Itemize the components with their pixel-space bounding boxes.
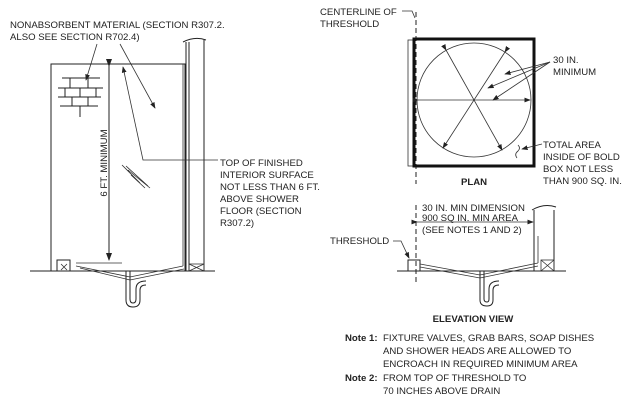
centerline-leader (402, 10, 416, 19)
material-label-line1: NONABSORBENT MATERIAL (SECTION R307.2. (10, 20, 225, 31)
elev-drain-trap (479, 271, 500, 307)
note-line: NOT LESS THAN 6 FT. (220, 182, 320, 193)
drain-trap (125, 271, 147, 308)
note-line: INTERIOR SURFACE (220, 170, 314, 181)
note-1-text: FIXTURE VALVES, GRAB BARS, SOAP DISHES (383, 333, 594, 344)
note-line: ABOVE SHOWER (220, 194, 299, 205)
threshold-block (56, 259, 71, 272)
note-1-label: Note 1: (345, 333, 378, 344)
elev-pan (419, 236, 539, 279)
elevation-view: 30 IN. MIN DIMENSION 900 SQ IN. MIN AREA… (330, 203, 566, 325)
six-ft-minimum-label: 6 FT. MINIMUM (99, 129, 110, 196)
note-line: R307.2) (220, 218, 254, 229)
surface-note: TOP OF FINISHED INTERIOR SURFACE NOT LES… (220, 158, 320, 229)
area-label-line: BOX NOT LESS (543, 164, 613, 175)
min-label-line1: 30 IN. (553, 55, 579, 66)
glass-hatch (121, 164, 151, 189)
leader-to-brick (85, 43, 98, 81)
notes: Note 1: FIXTURE VALVES, GRAB BARS, SOAP … (345, 333, 594, 397)
wall-surface (50, 63, 186, 272)
area-label: TOTAL AREA INSIDE OF BOLD BOX NOT LESS T… (543, 140, 622, 187)
side-wall (182, 37, 207, 271)
note-2-text: 70 INCHES ABOVE DRAIN (383, 386, 500, 397)
leader-to-wall (119, 43, 156, 109)
note-line: TOP OF FINISHED (220, 158, 303, 169)
elevation-title: ELEVATION VIEW (433, 314, 515, 325)
plan-title: PLAN (461, 177, 487, 188)
material-label-line2: ALSO SEE SECTION R702.4) (10, 32, 140, 43)
surface-leader (121, 66, 218, 161)
threshold-label: THRESHOLD (330, 236, 389, 247)
brick-icon (58, 77, 103, 117)
note-2-text: FROM TOP OF THRESHOLD TO (383, 373, 526, 384)
area-label-line: INSIDE OF BOLD (543, 152, 620, 163)
area-label-line: THAN 900 SQ. IN. (543, 176, 622, 187)
centerline-label-line2: THRESHOLD (320, 19, 379, 30)
note-line: FLOOR (SECTION (220, 206, 302, 217)
area-label-line: TOTAL AREA (543, 140, 602, 151)
bold-box-symbol (515, 144, 520, 159)
min-label-line2: MINIMUM (553, 67, 596, 78)
elev-dim-line1: 30 IN. MIN DIMENSION (422, 203, 525, 214)
note-1-text: ENCROACH IN REQUIRED MINIMUM AREA (383, 359, 578, 370)
shower-section-view: NONABSORBENT MATERIAL (SECTION R307.2. A… (10, 20, 320, 308)
elev-dim-line2: 900 SQ IN. MIN AREA (422, 213, 519, 224)
elev-threshold-block (407, 259, 421, 272)
minimum-area-box (412, 37, 536, 168)
plan-view: CENTERLINE OF THRESHOLD 30 IN. MINIMUM T… (320, 7, 622, 188)
note-2-label: Note 2: (345, 373, 378, 384)
elev-dim-line3: (SEE NOTES 1 AND 2) (422, 225, 522, 236)
centerline-label-line1: CENTERLINE OF (320, 7, 397, 18)
note-1-text: AND SHOWER HEADS ARE ALLOWED TO (383, 346, 571, 357)
